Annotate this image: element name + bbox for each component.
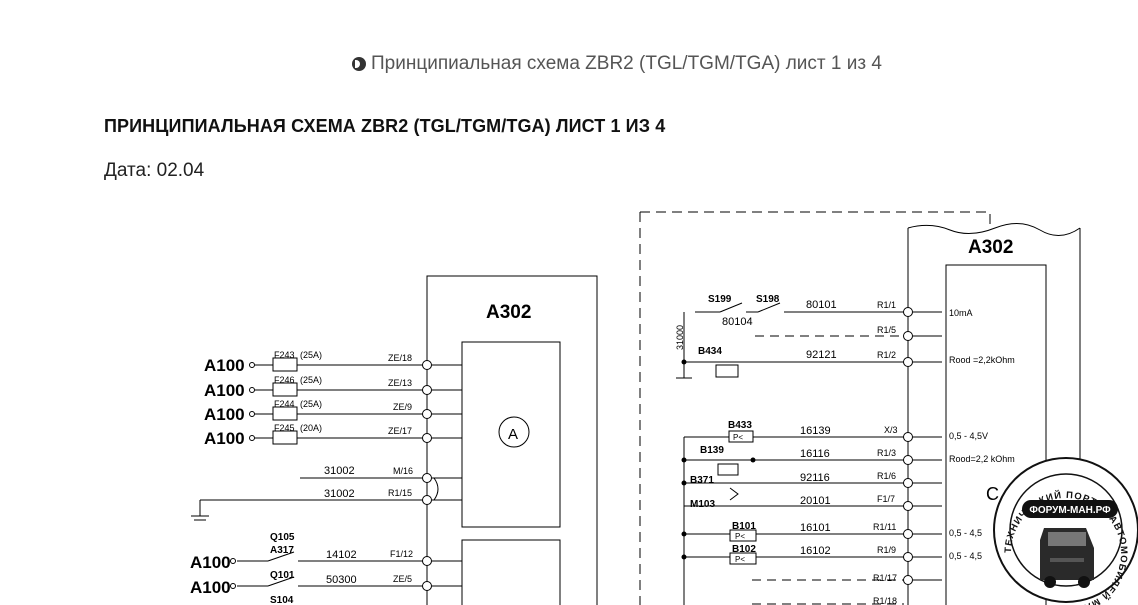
pressure-symbol: P< — [733, 433, 743, 442]
right-pin-connectors — [903, 307, 942, 585]
wire-number: 16116 — [800, 448, 830, 460]
left-module-circle — [498, 416, 530, 448]
wire-number: 20101 — [800, 495, 831, 507]
left-unit-frame — [426, 275, 598, 605]
left-module-box-2 — [461, 539, 561, 605]
fuse-label: F245 — [274, 423, 295, 433]
fuse-label: F244 — [274, 399, 295, 409]
pin-label: R1/5 — [877, 325, 896, 335]
switch-label: A317 — [270, 545, 294, 556]
wire-number: 14102 — [326, 549, 357, 561]
signal-label: 0,5 - 4,5 — [949, 551, 982, 561]
pin-label: R1/18 — [873, 596, 897, 605]
switch-label: B434 — [698, 346, 722, 357]
source-label: A100 — [190, 578, 231, 597]
pin-label: R1/9 — [877, 545, 896, 555]
truck-icon — [1040, 528, 1094, 588]
wire-number: 16139 — [800, 425, 831, 437]
signal-label: 0,5 - 4,5V — [949, 431, 988, 441]
pin-label: ZE/9 — [393, 402, 412, 412]
switch-label: B139 — [700, 445, 724, 456]
left-module-box — [461, 341, 561, 528]
switch-label: S199 — [708, 294, 732, 305]
wire-number: 16102 — [800, 545, 831, 557]
wire-number: 80104 — [722, 316, 753, 328]
pressure-symbol: P< — [735, 532, 745, 541]
switch-label: M103 — [690, 499, 715, 510]
wire-number: 92116 — [800, 472, 830, 484]
document-title: ПРИНЦИПИАЛЬНАЯ СХЕМА ZBR2 (TGL/TGM/TGA) … — [104, 116, 666, 136]
switch-label: Q105 — [270, 532, 295, 543]
left-unit-label: A302 — [486, 302, 531, 323]
source-label: A100 — [204, 356, 245, 375]
fuse-rating: (25A) — [300, 350, 322, 360]
source-label: A100 — [204, 381, 245, 400]
pin-label: R1/1 — [877, 300, 896, 310]
pin-label: R1/11 — [873, 522, 896, 532]
signal-label: 10mA — [949, 308, 973, 318]
ground-wire-number: 31000 — [675, 325, 685, 350]
switch-label: S198 — [756, 294, 780, 305]
pin-label: R1/6 — [877, 471, 896, 481]
fuse-label: F243 — [274, 350, 295, 360]
pin-label: F1/12 — [390, 549, 413, 559]
fuse-rating: (20A) — [300, 423, 322, 433]
fuse-rows — [249, 357, 423, 445]
source-label: A100 — [190, 553, 231, 572]
left-pin-connectors — [422, 360, 462, 591]
watermark-logo: ТЕХНИЧЕСКИЙ ПОРТАЛ АВТОМОБИЛЕЙ MAN ФОРУМ… — [993, 457, 1138, 605]
pin-label: ZE/5 — [393, 574, 412, 584]
pin-label: F1/7 — [877, 494, 895, 504]
pin-label: R1/15 — [388, 488, 412, 498]
wire-number: 31002 — [324, 488, 355, 500]
document-icon — [352, 57, 366, 71]
switch-label: B371 — [690, 475, 714, 486]
signal-label: 0,5 - 4,5 — [949, 528, 982, 538]
signal-label: Rood =2,2kOhm — [949, 355, 1015, 365]
page-header-title: Принципиальная схема ZBR2 (TGL/TGM/TGA) … — [371, 53, 882, 74]
source-label: A100 — [204, 429, 245, 448]
fuse-rating: (25A) — [300, 375, 322, 385]
left-module-label: A — [508, 426, 518, 443]
switch-label: Q101 — [270, 570, 295, 581]
pin-label: R1/17 — [873, 573, 897, 583]
pin-label: X/3 — [884, 425, 898, 435]
fuse-label: F246 — [274, 375, 295, 385]
switch-label: B101 — [732, 521, 756, 532]
wire-number: 31002 — [324, 465, 355, 477]
wire-number: 80101 — [806, 299, 837, 311]
right-unit-label: A302 — [968, 237, 1013, 258]
pressure-symbol: P< — [735, 555, 745, 564]
watermark-brand: ФОРУМ-МАН.РФ — [1029, 505, 1111, 516]
source-label: A100 — [204, 405, 245, 424]
signal-label: Rood=2,2 kOhm — [949, 454, 1015, 464]
fuse-rating: (25A) — [300, 399, 322, 409]
pin-label: M/16 — [393, 466, 413, 476]
pin-label: R1/3 — [877, 448, 896, 458]
wire-number: 92121 — [806, 349, 837, 361]
document-date: Дата: 02.04 — [104, 160, 205, 181]
switch-label: B433 — [728, 420, 752, 431]
pin-label: ZE/17 — [388, 426, 412, 436]
pin-label: ZE/13 — [388, 378, 412, 388]
pin-label: ZE/18 — [388, 353, 412, 363]
module-c-label: C — [986, 484, 999, 504]
switch-label: S104 — [270, 595, 294, 605]
pin-label: R1/2 — [877, 350, 896, 360]
wire-number: 50300 — [326, 574, 357, 586]
page-header: Принципиальная схема ZBR2 (TGL/TGM/TGA) … — [352, 53, 882, 75]
wire-number: 16101 — [800, 522, 831, 534]
right-wires — [676, 302, 904, 605]
switch-label: B102 — [732, 544, 756, 555]
